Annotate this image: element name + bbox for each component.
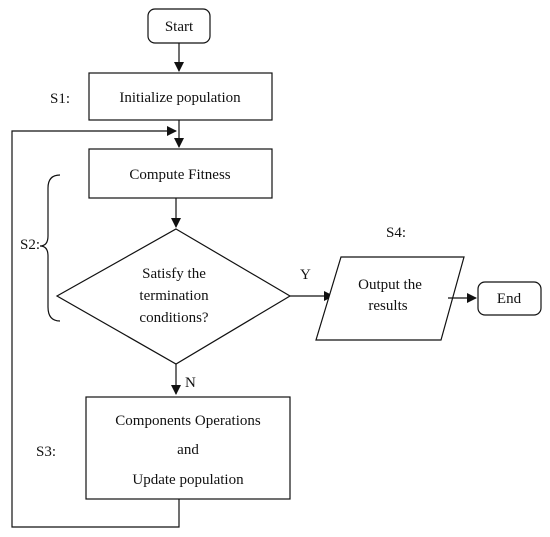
step-label-s3: S3: <box>36 444 56 460</box>
operations-label-line1: Components Operations <box>115 413 261 429</box>
edge-label-yes: Y <box>300 267 311 283</box>
output-label-line1: Output the <box>358 277 422 293</box>
end-node <box>477 281 542 316</box>
end-node-label: End <box>497 291 522 307</box>
edge-label-no: N <box>185 375 196 391</box>
step-label-s2: S2: <box>20 237 40 253</box>
operations-label-line3: Update population <box>132 472 244 488</box>
operations-label-line2: and <box>177 442 199 458</box>
step-label-s4: S4: <box>386 225 406 241</box>
initialize-population-node <box>88 72 273 121</box>
edge-loop-back-to-fitness <box>11 126 180 528</box>
decision-label-line2: termination <box>139 288 209 304</box>
step-label-s1: S1: <box>50 91 70 107</box>
start-node-label: Start <box>165 19 194 35</box>
compute-fitness-label: Compute Fitness <box>129 167 230 183</box>
output-results-node <box>315 256 465 341</box>
operations-node <box>85 396 291 500</box>
decision-label-line3: conditions? <box>139 310 208 326</box>
output-label-line2: results <box>368 298 407 314</box>
decision-label-line1: Satisfy the <box>142 266 206 282</box>
initialize-population-label: Initialize population <box>119 90 241 106</box>
step-s2-brace <box>39 174 61 322</box>
compute-fitness-node <box>88 148 273 199</box>
